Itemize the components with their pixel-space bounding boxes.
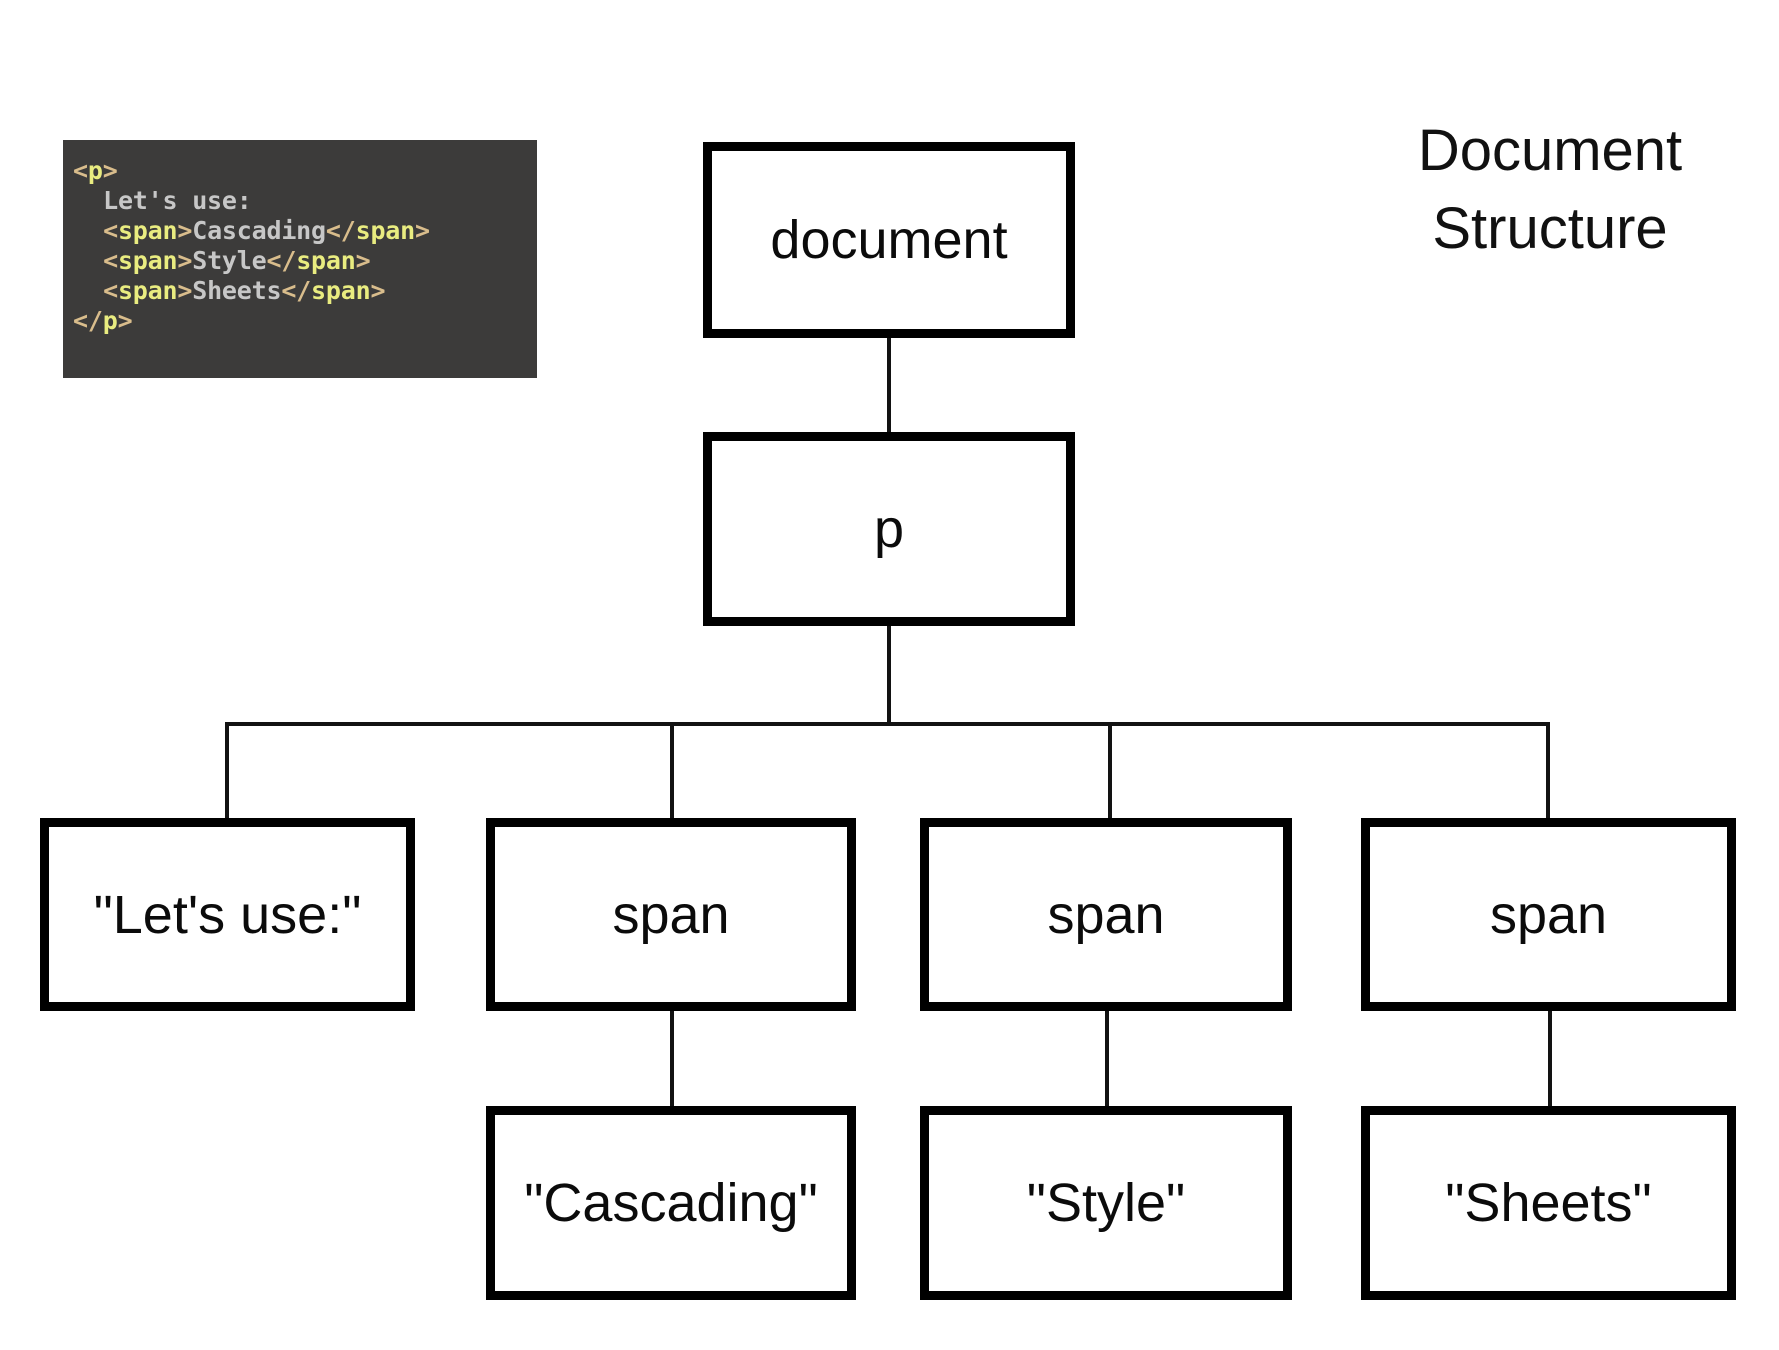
connector-document-to-p	[887, 335, 891, 435]
code-token-tag: span	[117, 276, 178, 305]
code-token-bracket: <	[103, 216, 118, 245]
code-token-bracket: >	[177, 246, 193, 275]
code-line: <span>Cascading</span>	[73, 216, 537, 246]
code-token-bracket: </	[325, 216, 356, 245]
tree-node-span-2: span	[920, 818, 1292, 1011]
code-token-bracket: <	[103, 276, 118, 305]
code-token-bracket: >	[177, 216, 193, 245]
code-token-text: Sheets	[192, 276, 282, 305]
tree-node-document-label: document	[770, 210, 1008, 270]
code-line: </p>	[73, 306, 537, 336]
tree-node-span-3: span	[1361, 818, 1736, 1011]
code-token-tag: span	[355, 216, 416, 245]
tree-node-span-1: span	[486, 818, 856, 1011]
connector-horizontal-bus	[225, 722, 1550, 726]
code-token-tag: span	[296, 246, 356, 275]
tree-node-span-2-label: span	[1047, 884, 1165, 945]
connector-bus-to-span-2	[1108, 722, 1112, 822]
connector-span-2-to-text-style	[1105, 1008, 1109, 1108]
code-line: <span>Sheets</span>	[73, 276, 537, 306]
code-token-bracket: <	[103, 246, 118, 275]
tree-node-text-cascading: "Cascading"	[486, 1106, 856, 1300]
code-token-bracket: >	[102, 156, 118, 185]
code-token-bracket: >	[177, 276, 193, 305]
tree-node-p: p	[703, 432, 1075, 626]
code-token-bracket: >	[117, 306, 133, 335]
page-title: Document Structure	[1330, 112, 1770, 268]
code-token-bracket: <	[73, 156, 88, 185]
connector-p-to-bus	[887, 623, 891, 725]
tree-node-text-style: "Style"	[920, 1106, 1292, 1300]
tree-node-text-letsuse-label: "Let's use:"	[93, 884, 362, 945]
code-token-text: Style	[192, 246, 267, 275]
connector-span-3-to-text-sheets	[1548, 1008, 1552, 1108]
connector-span-1-to-text-cascading	[670, 1008, 674, 1108]
code-token-tag: span	[117, 216, 178, 245]
code-token-text: Let's use:	[103, 186, 252, 215]
code-token-tag: span	[311, 276, 371, 305]
tree-node-text-style-label: "Style"	[1026, 1173, 1186, 1233]
code-token-bracket: >	[415, 216, 430, 245]
connector-bus-to-text-letsuse	[225, 722, 229, 822]
tree-node-text-letsuse: "Let's use:"	[40, 818, 415, 1011]
tree-node-span-3-label: span	[1489, 884, 1608, 945]
tree-node-p-label: p	[873, 499, 905, 559]
tree-node-text-cascading-label: "Cascading"	[524, 1173, 818, 1233]
code-snippet-panel: <p>Let's use:<span>Cascading</span><span…	[63, 140, 537, 378]
tree-node-span-1-label: span	[612, 884, 730, 945]
page-title-line-1: Document	[1417, 118, 1683, 183]
code-line: Let's use:	[73, 186, 537, 216]
tree-node-text-sheets: "Sheets"	[1361, 1106, 1736, 1300]
page-title-line-2: Structure	[1432, 196, 1668, 261]
code-token-tag: span	[117, 246, 178, 275]
code-line: <p>	[73, 156, 537, 186]
tree-node-document: document	[703, 142, 1075, 338]
code-token-tag: p	[102, 306, 118, 335]
code-token-bracket: </	[281, 276, 312, 305]
code-token-bracket: >	[355, 246, 371, 275]
code-token-text: Cascading	[192, 216, 326, 245]
code-line: <span>Style</span>	[73, 246, 537, 276]
code-token-bracket: </	[266, 246, 297, 275]
code-token-bracket: </	[73, 306, 103, 335]
connector-bus-to-span-1	[670, 722, 674, 822]
connector-bus-to-span-3	[1546, 722, 1550, 822]
tree-node-text-sheets-label: "Sheets"	[1445, 1173, 1652, 1233]
code-token-bracket: >	[370, 276, 386, 305]
code-token-tag: p	[87, 156, 103, 185]
